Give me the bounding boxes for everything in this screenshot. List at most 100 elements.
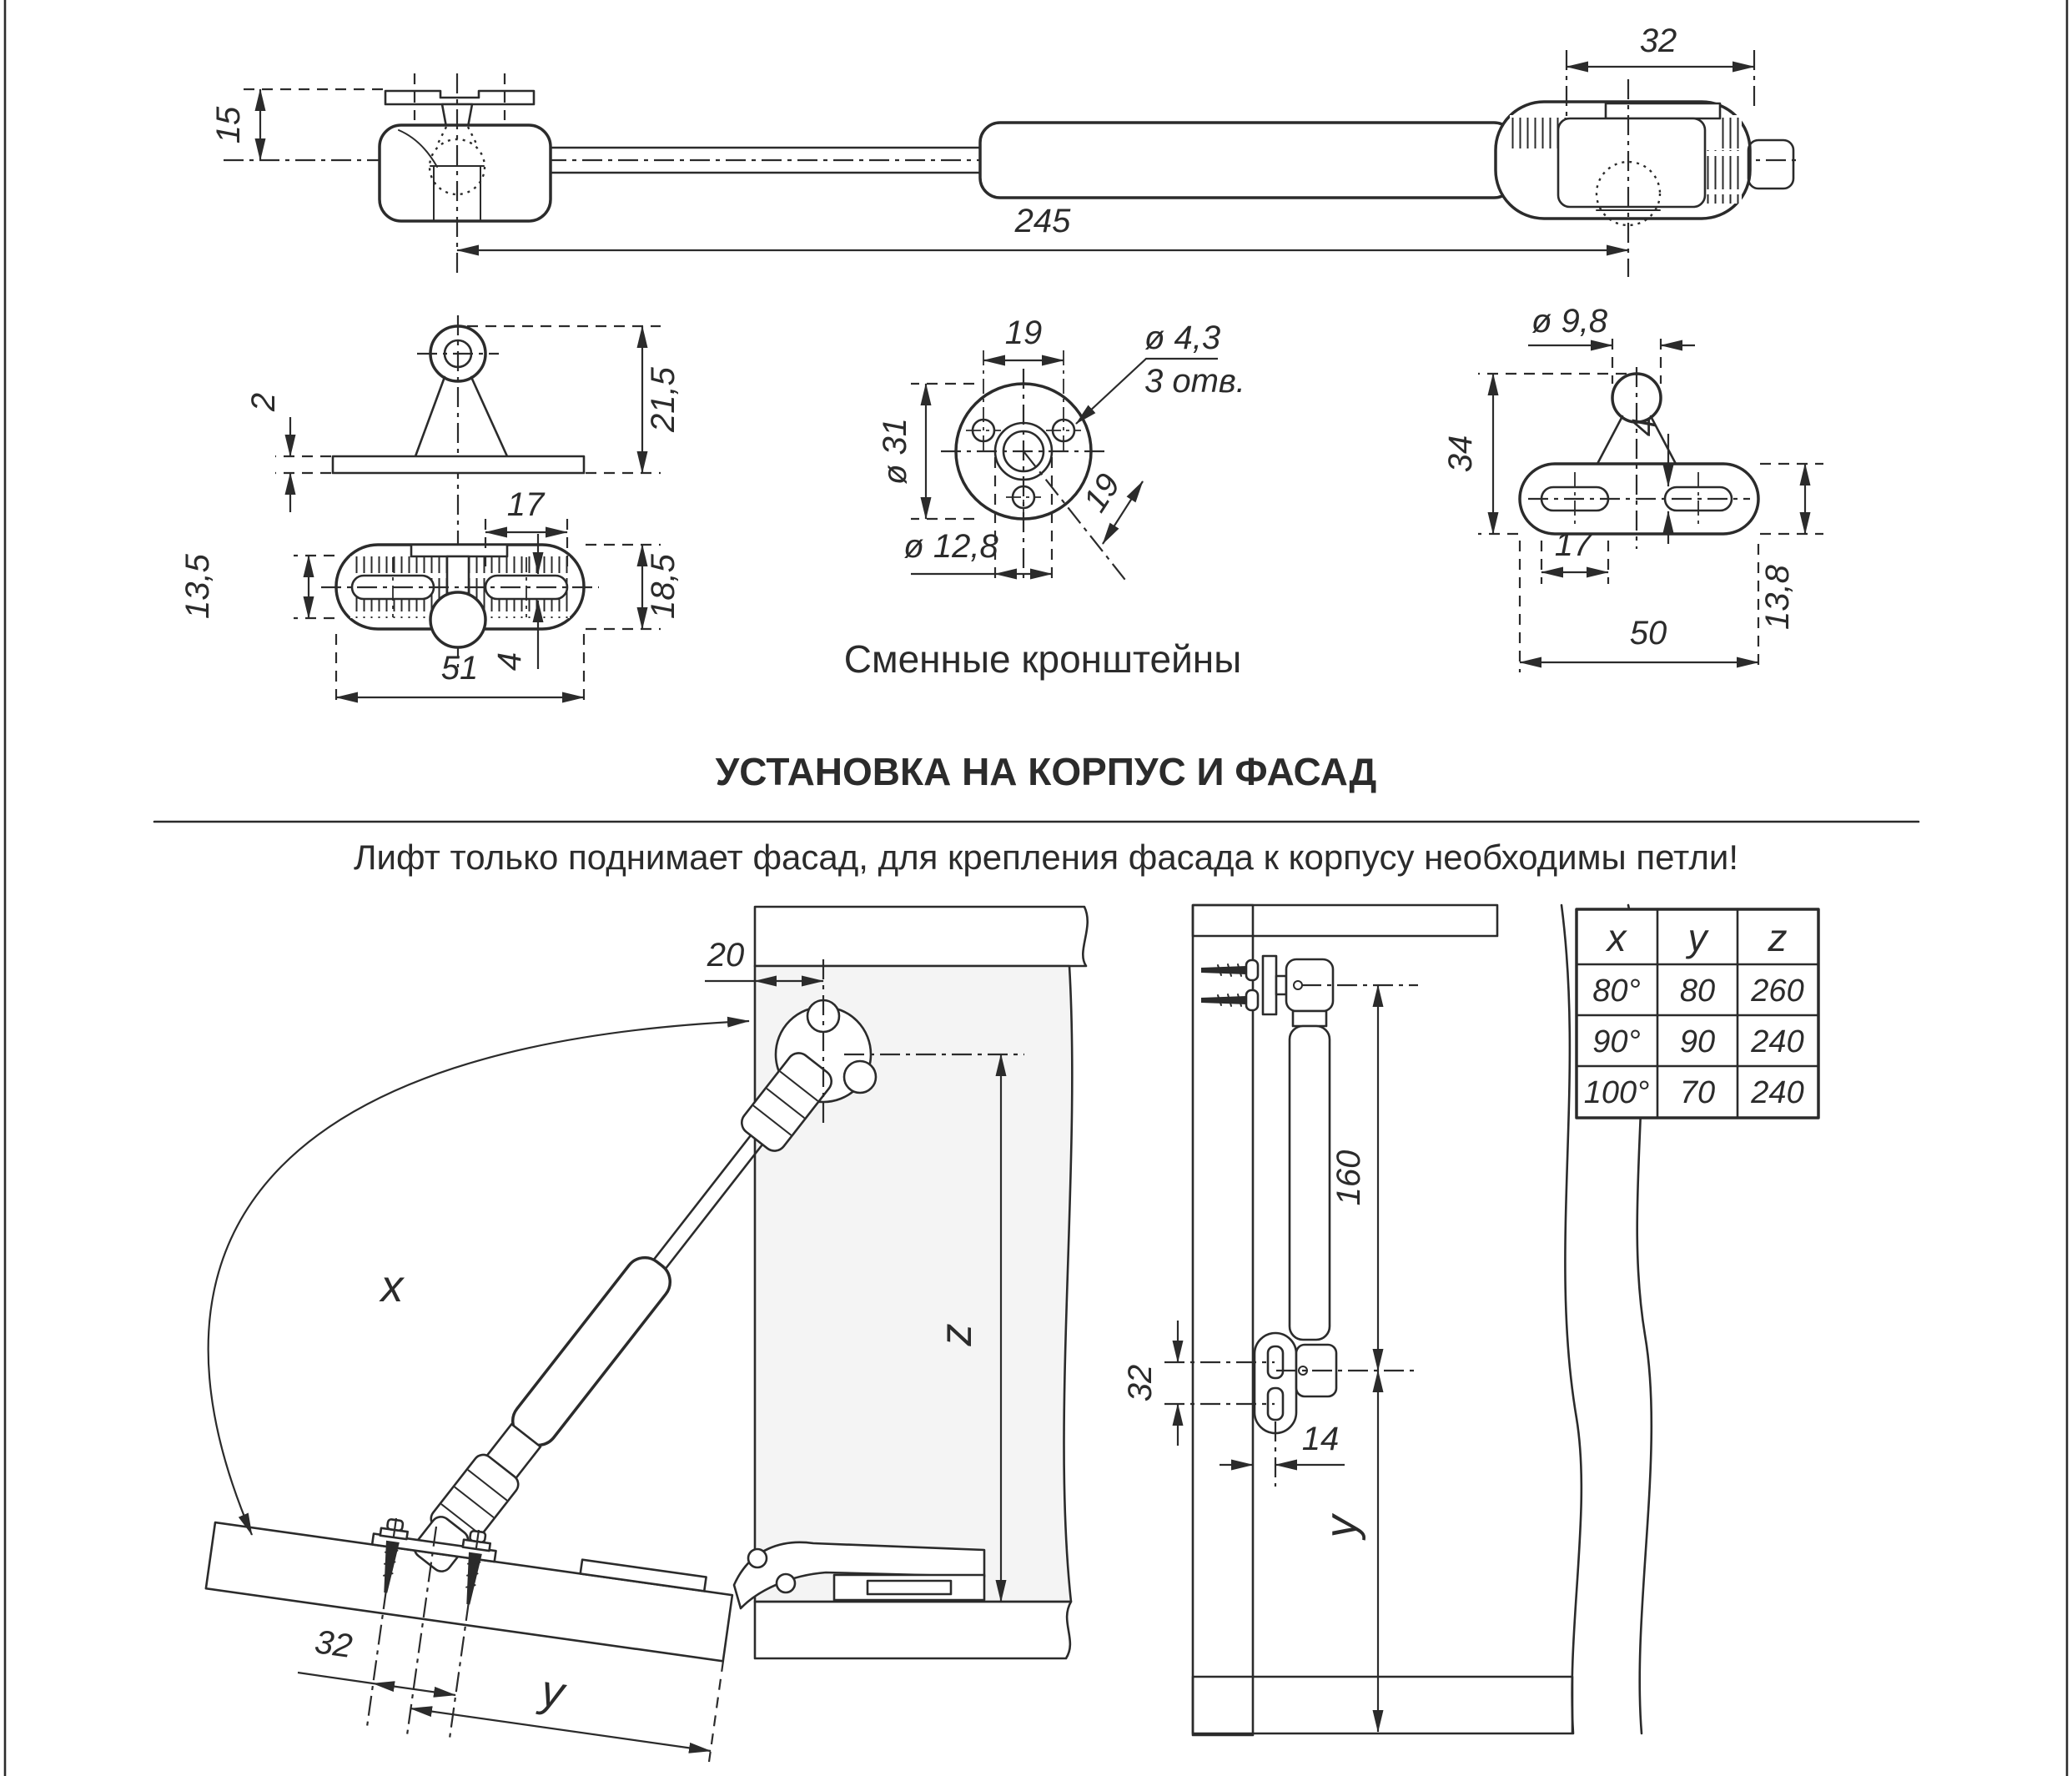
svg-text:32: 32 — [313, 1623, 355, 1665]
break-line — [1560, 903, 1583, 1735]
dim-slot-length: 17 — [484, 486, 569, 572]
svg-text:70: 70 — [1680, 1075, 1715, 1110]
svg-text:ø 12,8: ø 12,8 — [903, 528, 998, 565]
svg-text:80: 80 — [1680, 974, 1715, 1009]
hole-callout: ø 4,3 3 отв. — [1075, 319, 1245, 425]
svg-text:13,8: 13,8 — [1759, 564, 1796, 630]
strut-right-mount-tab — [1604, 102, 1722, 120]
svg-text:32: 32 — [1122, 1365, 1159, 1402]
dim-tee-width: 50 — [1518, 541, 1760, 672]
svg-text:32: 32 — [1640, 23, 1677, 59]
dim-bore-dia: ø 12,8 — [903, 457, 1054, 584]
tee-bracket-view: ø 9,8 34 4 17 50 — [1442, 303, 1823, 672]
cabinet-top-panel-front — [1191, 903, 1499, 938]
svg-text:x: x — [379, 1261, 405, 1311]
ball-bracket-ball — [429, 591, 487, 649]
dim-strut-height: 15 — [210, 88, 385, 161]
dim-strut-bracket-width: 32 — [1565, 23, 1756, 117]
spec-table: x y z 80° 80 260 90° 90 240 100° 70 240 — [1575, 908, 1820, 1119]
table-row: 90° 90 240 — [1592, 1024, 1803, 1059]
svg-text:90°: 90° — [1592, 1024, 1640, 1059]
cabinet-top-panel — [753, 905, 1089, 968]
install-front-view: 160 y 32 14 — [1122, 903, 1653, 1737]
strut-left-serrated-plate — [384, 89, 536, 106]
ball-bracket-side-view: 2 21,5 — [245, 315, 681, 667]
cabinet-bottom-panel — [753, 1600, 1073, 1660]
svg-text:240: 240 — [1750, 1024, 1803, 1059]
svg-text:ø 31: ø 31 — [877, 418, 913, 485]
dim-outer-dia: ø 31 — [877, 382, 974, 521]
dim-tee-slot-length: 17 — [1540, 526, 1610, 584]
ball-bracket-base-plate — [331, 455, 586, 475]
svg-text:4: 4 — [491, 652, 528, 671]
svg-text:245: 245 — [1014, 203, 1071, 239]
svg-text:90: 90 — [1680, 1024, 1715, 1059]
dim-opening-angle: x — [207, 1016, 750, 1536]
front-cylinder — [1288, 1024, 1331, 1341]
dim-strut-length: 245 — [456, 203, 1629, 256]
dim-body-width: 18,5 — [586, 543, 681, 631]
svg-text:y: y — [535, 1665, 570, 1718]
dim-front-pitch: 32 — [1122, 1321, 1184, 1446]
front-mount-plate — [1261, 954, 1278, 1016]
strut-right-mount-lug — [1747, 138, 1795, 190]
svg-text:ø 9,8: ø 9,8 — [1531, 303, 1608, 340]
svg-text:51: 51 — [441, 650, 479, 687]
round-bracket-view: 19 ø 4,3 3 отв. ø 31 19 ø 12,8 — [877, 314, 1245, 584]
svg-text:34: 34 — [1442, 435, 1479, 473]
dim-slot-width: 4 — [491, 534, 544, 671]
svg-text:18,5: 18,5 — [645, 553, 681, 619]
ball-bracket-top-view: 17 13,5 18,5 51 4 — [179, 486, 681, 707]
dim-ball-dia: ø 9,8 — [1528, 303, 1695, 384]
dim-strut-spacing: 160 — [1330, 984, 1384, 1371]
dim-pad-width: 13,5 — [179, 553, 334, 620]
svg-text:21,5: 21,5 — [645, 366, 681, 433]
dim-cabinet-height: z — [931, 1054, 1007, 1602]
table-header-y: y — [1686, 916, 1710, 959]
svg-text:2: 2 — [245, 393, 282, 412]
dim-bracket-length: 51 — [334, 634, 586, 707]
table-row: 80° 80 260 — [1592, 974, 1803, 1009]
table-row: 100° 70 240 — [1584, 1075, 1804, 1110]
svg-text:17: 17 — [1555, 526, 1593, 563]
section-heading: УСТАНОВКА НА КОРПУС И ФАСАД — [716, 750, 1377, 793]
svg-text:ø 4,3: ø 4,3 — [1144, 319, 1220, 356]
svg-text:13,5: 13,5 — [179, 553, 216, 619]
dim-flange-offset: 20 — [705, 937, 824, 987]
svg-text:160: 160 — [1330, 1150, 1367, 1206]
hinge-cup-plate — [579, 1558, 707, 1592]
dim-front-offset: 14 — [1220, 1421, 1345, 1471]
svg-text:19: 19 — [1005, 314, 1043, 351]
svg-text:260: 260 — [1750, 974, 1803, 1009]
svg-text:80°: 80° — [1592, 974, 1640, 1009]
cabinet-bottom-panel-front — [1191, 1675, 1574, 1735]
dim-screw-pitch: 32 — [297, 1623, 456, 1698]
svg-text:15: 15 — [210, 106, 247, 143]
dim-plate-thickness: 2 — [245, 393, 331, 512]
svg-text:100°: 100° — [1584, 1075, 1650, 1110]
dim-front-reach: y — [1316, 1370, 1384, 1733]
svg-text:20: 20 — [707, 937, 745, 974]
dim-ball-bracket-height: 21,5 — [467, 325, 681, 475]
dim-hole-pitch: 19 — [983, 314, 1064, 366]
cabinet-side-panel — [753, 964, 1074, 1603]
svg-text:z: z — [931, 1324, 981, 1347]
dim-fascia-reach: y — [410, 1660, 725, 1763]
svg-text:4: 4 — [1626, 418, 1662, 436]
brackets-caption: Сменные кронштейны — [844, 637, 1242, 681]
svg-text:17: 17 — [507, 486, 546, 523]
dim-tee-height: 34 — [1442, 372, 1627, 536]
hinge — [732, 1541, 986, 1610]
gas-strut-top-view: 15 32 245 — [210, 23, 1800, 277]
dim-tee-slot-width: 4 — [1626, 418, 1674, 544]
screw — [1201, 958, 1260, 982]
svg-text:y: y — [1316, 1513, 1366, 1542]
table-header-z: z — [1768, 916, 1788, 959]
cabinet-side-panel-front — [1191, 903, 1255, 1737]
dim-tee-base-height: 13,8 — [1759, 462, 1823, 630]
install-note: Лифт только поднимает фасад, для креплен… — [354, 838, 1738, 877]
screw — [1201, 989, 1260, 1012]
strut-cylinder — [978, 121, 1516, 199]
